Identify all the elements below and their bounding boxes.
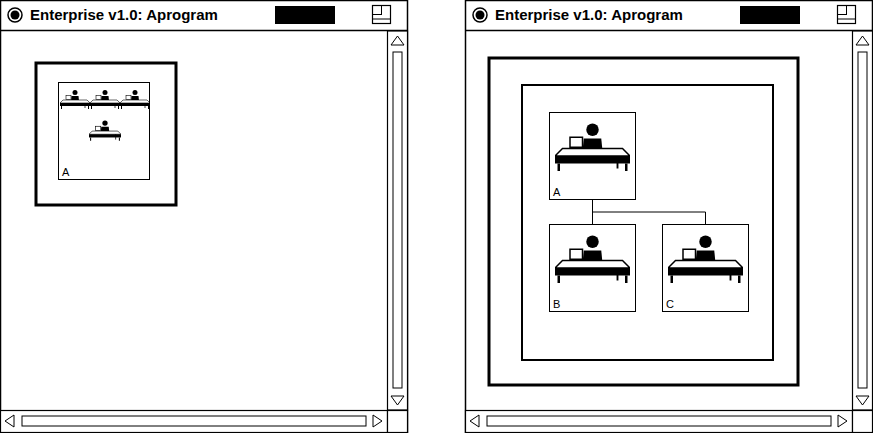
icon-label: A [553, 186, 560, 198]
process-icon: A [549, 112, 636, 200]
icon-label: C [666, 298, 674, 310]
icon-label: A [62, 166, 69, 178]
process-icon: A [58, 82, 150, 180]
process-icon: C [662, 224, 749, 312]
icon-label: B [553, 298, 560, 310]
window-title: Enterprise v1.0: Aprogram [493, 6, 685, 24]
tree-connector [593, 200, 706, 224]
process-icon: B [549, 224, 636, 312]
window-title: Enterprise v1.0: Aprogram [28, 6, 220, 24]
